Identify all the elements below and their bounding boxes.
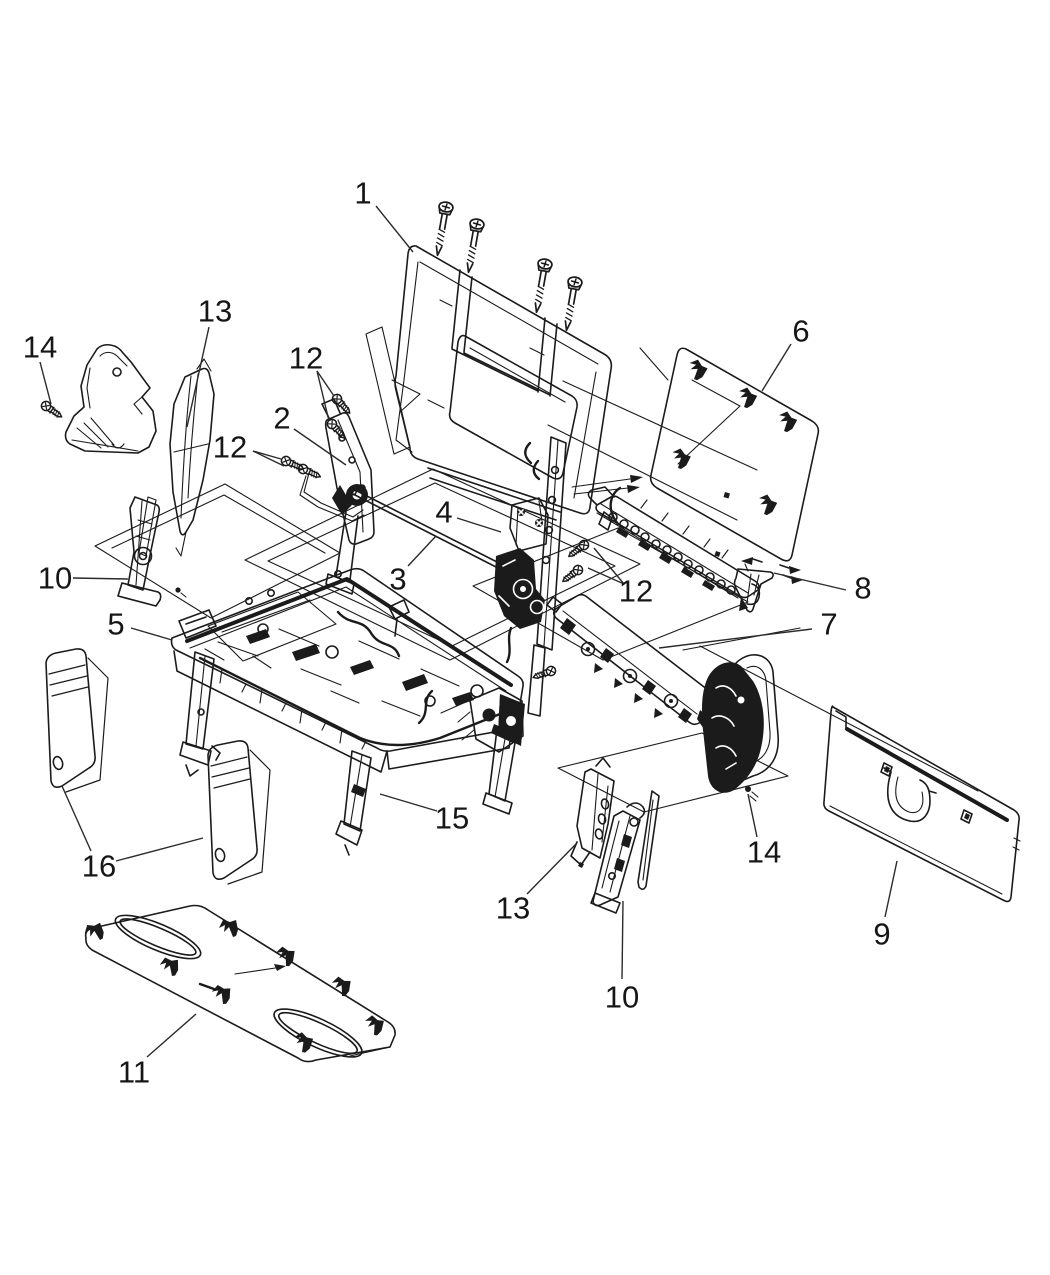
callout-1: 1 bbox=[354, 176, 371, 211]
part-13-lower-bracket bbox=[570, 757, 615, 868]
callout-leader-1 bbox=[375, 205, 414, 253]
callout-8: 8 bbox=[854, 571, 871, 606]
callout-10-bottom: 10 bbox=[605, 980, 639, 1015]
part-2-recliner-bracket bbox=[321, 398, 375, 595]
callout-7: 7 bbox=[820, 607, 837, 642]
callout-layer: 1 14 13 12 2 12 6 43 12 87 14 9 5 10 16 15 13 10 11 bbox=[23, 176, 898, 1090]
part-16-leg-covers bbox=[45, 648, 271, 885]
callout-leader-9 bbox=[884, 860, 898, 918]
callout-leader-4 bbox=[456, 517, 502, 533]
assembly-arrows bbox=[571, 475, 643, 495]
callout-leader-12 bbox=[316, 370, 335, 397]
callout-leader-3 bbox=[407, 535, 437, 567]
part-3-torsion-rod bbox=[348, 487, 500, 569]
part-10-upper-bracket bbox=[117, 496, 187, 607]
callout-4: 4 bbox=[435, 495, 452, 530]
callout-6: 6 bbox=[792, 314, 809, 349]
part-10-lower-bracket bbox=[590, 790, 660, 914]
part-1-seatback-frame bbox=[394, 245, 613, 521]
callout-leader-15 bbox=[379, 793, 438, 812]
callout-13-top: 13 bbox=[198, 294, 232, 329]
callout-leader-10 bbox=[72, 577, 129, 580]
callout-leader-16 bbox=[61, 785, 92, 852]
callout-leader-13 bbox=[526, 843, 577, 895]
callout-leader-13 bbox=[186, 326, 210, 428]
callout-5: 5 bbox=[107, 607, 124, 642]
part-11-floor-mat bbox=[82, 904, 396, 1063]
callout-leader-11 bbox=[146, 1013, 197, 1058]
callout-leader-7 bbox=[658, 628, 813, 649]
callout-2: 2 bbox=[273, 401, 290, 436]
part-9-lower-panel bbox=[823, 705, 1021, 903]
callout-9: 9 bbox=[873, 917, 890, 952]
part-7-latch-strip bbox=[546, 593, 725, 732]
part-5-seat-frame bbox=[170, 567, 524, 815]
part-14-lower-shield bbox=[702, 654, 779, 802]
callout-11: 11 bbox=[118, 1055, 150, 1090]
part-15-rear-leg bbox=[335, 750, 372, 856]
callout-14-top: 14 bbox=[23, 330, 57, 365]
callout-leader-12 bbox=[252, 450, 285, 467]
callout-leader-14 bbox=[39, 361, 52, 405]
callout-leader-12 bbox=[587, 567, 625, 585]
callout-leader-6 bbox=[761, 343, 792, 392]
callout-leader-2 bbox=[293, 428, 347, 466]
callout-10-left: 10 bbox=[38, 561, 72, 596]
callout-leader-12 bbox=[593, 547, 625, 585]
striker-bar bbox=[587, 486, 761, 611]
part-6-back-panel bbox=[649, 347, 820, 562]
diagram-artwork bbox=[38, 200, 1021, 1063]
part-14-upper-shield bbox=[38, 344, 157, 454]
callout-leader-14 bbox=[747, 793, 758, 838]
callout-leader-10 bbox=[621, 900, 624, 980]
reference-planes bbox=[94, 326, 979, 813]
callout-leader-12 bbox=[316, 370, 330, 422]
callout-14-bottom: 14 bbox=[747, 835, 781, 870]
callout-12-right: 12 bbox=[619, 574, 653, 609]
callout-leader-12 bbox=[252, 450, 282, 460]
callout-13-bottom: 13 bbox=[496, 891, 530, 926]
callout-leader-8 bbox=[773, 572, 847, 591]
callout-leader-5 bbox=[130, 627, 173, 641]
callout-16: 16 bbox=[82, 849, 116, 884]
part-13-upper-trim bbox=[169, 358, 215, 557]
callout-15: 15 bbox=[435, 801, 469, 836]
callout-3: 3 bbox=[389, 562, 406, 597]
part-12-screws bbox=[279, 391, 592, 586]
callout-leader-16 bbox=[115, 837, 204, 862]
callout-12-left: 12 bbox=[213, 430, 247, 465]
callout-12-upper: 12 bbox=[289, 341, 323, 376]
